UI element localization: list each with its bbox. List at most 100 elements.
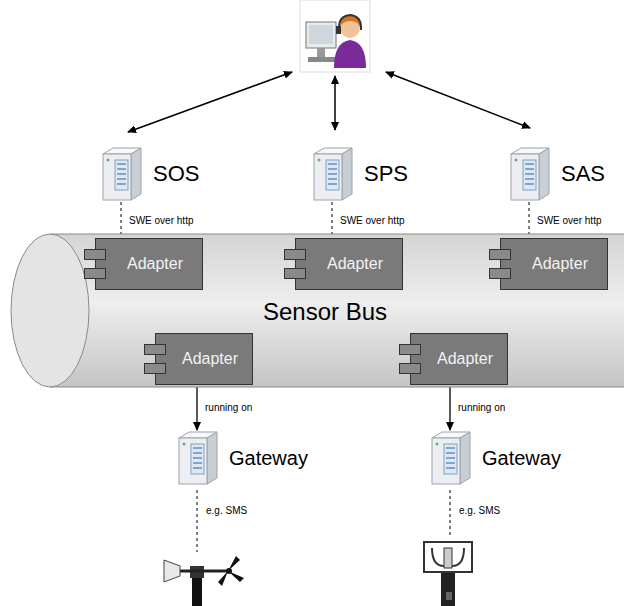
- adapter-node: Adapter: [155, 333, 253, 385]
- link-label: e.g. SMS: [458, 505, 501, 516]
- keyboard: [308, 57, 336, 62]
- server-side: [460, 432, 470, 484]
- server-slot: [193, 447, 202, 449]
- adapter-label: Adapter: [520, 255, 588, 273]
- edge-label: running on: [204, 402, 253, 413]
- server-side: [131, 148, 141, 200]
- adapter-tab: [84, 249, 106, 260]
- server-icon: [308, 146, 356, 202]
- server-label: SOS: [153, 161, 199, 187]
- server-node: Gateway: [426, 430, 563, 486]
- user-arrow: [128, 72, 292, 132]
- adapter-tab: [84, 268, 106, 279]
- server-slot: [446, 447, 455, 449]
- server-led: [515, 159, 518, 162]
- server-node: SOS: [97, 146, 202, 202]
- user-icon: [300, 0, 370, 72]
- edge-label: SWE over http: [339, 215, 405, 226]
- server-label: Gateway: [229, 447, 308, 470]
- adapter-label: Adapter: [170, 350, 238, 368]
- server-panel: [444, 444, 457, 474]
- adapter-node: Adapter: [410, 333, 508, 385]
- headset: [339, 15, 361, 30]
- server-front: [103, 154, 131, 200]
- server-slot: [117, 163, 126, 165]
- server-slot: [193, 462, 202, 464]
- server-panel: [191, 444, 204, 474]
- edge-label: SWE over http: [128, 215, 194, 226]
- server-slot: [117, 168, 126, 170]
- edge-label: SWE over http: [536, 215, 602, 226]
- adapter-tab: [284, 249, 306, 260]
- server-slot: [117, 178, 126, 180]
- link-label: e.g. SMS: [205, 505, 248, 516]
- adapter-tab: [399, 363, 421, 374]
- server-slot: [193, 452, 202, 454]
- server-node: SAS: [505, 146, 608, 202]
- icon-frame: [300, 0, 370, 72]
- server-slot: [328, 183, 337, 185]
- server-label: SAS: [561, 161, 605, 187]
- server-slot: [328, 168, 337, 170]
- sensor-probe: [444, 548, 452, 568]
- monitor-screen: [309, 25, 333, 44]
- server-front: [314, 154, 342, 200]
- server-slot: [446, 462, 455, 464]
- sensor-clamp: [446, 592, 452, 600]
- server-front: [432, 438, 460, 484]
- server-panel: [115, 160, 128, 190]
- bus-end: [11, 234, 89, 387]
- connector-line: [332, 202, 333, 238]
- server-slot: [446, 452, 455, 454]
- server-icon: [505, 146, 553, 202]
- sensor-pole: [192, 576, 202, 606]
- server-slot: [525, 173, 534, 175]
- server-slot: [117, 183, 126, 185]
- adapter-tab: [489, 268, 511, 279]
- adapter-tab: [144, 344, 166, 355]
- server-icon: [173, 430, 221, 486]
- server-label: SPS: [364, 161, 408, 187]
- server-label: Gateway: [482, 447, 561, 470]
- server-led: [436, 443, 439, 446]
- bus-node: Sensor BusAdapterAdapterAdapterAdapterAd…: [10, 233, 624, 388]
- server-slot: [193, 467, 202, 469]
- vane-tail: [164, 560, 180, 582]
- anemometer: [164, 556, 244, 606]
- server-panel: [523, 160, 536, 190]
- edge-label: running on: [457, 402, 506, 413]
- server-led: [183, 443, 186, 446]
- connector-line: [449, 385, 450, 430]
- adapter-label: Adapter: [115, 255, 183, 273]
- adapter-tab: [144, 363, 166, 374]
- user-arrow: [334, 76, 336, 130]
- server-slot: [525, 183, 534, 185]
- connector-line: [196, 385, 197, 430]
- adapter-node: Adapter: [95, 238, 203, 290]
- adapter-node: Adapter: [500, 238, 608, 290]
- monitor-stand: [317, 48, 325, 58]
- server-side: [539, 148, 549, 200]
- temperature-sensor: [424, 542, 472, 606]
- server-slot: [525, 168, 534, 170]
- server-led: [107, 159, 110, 162]
- adapter-node: Adapter: [295, 238, 403, 290]
- server-slot: [525, 178, 534, 180]
- sensor-pole: [441, 572, 455, 606]
- server-front: [511, 154, 539, 200]
- user-body: [334, 40, 366, 68]
- server-led: [318, 159, 321, 162]
- connector-line: [121, 202, 122, 238]
- server-slot: [446, 467, 455, 469]
- server-node: Gateway: [173, 430, 310, 486]
- propeller-hub: [226, 568, 232, 574]
- server-panel: [326, 160, 339, 190]
- server-slot: [328, 173, 337, 175]
- sms-link: [197, 490, 198, 552]
- server-slot: [117, 173, 126, 175]
- server-slot: [328, 178, 337, 180]
- server-front: [179, 438, 207, 484]
- bus-label: Sensor Bus: [263, 298, 387, 326]
- monitor: [306, 22, 336, 48]
